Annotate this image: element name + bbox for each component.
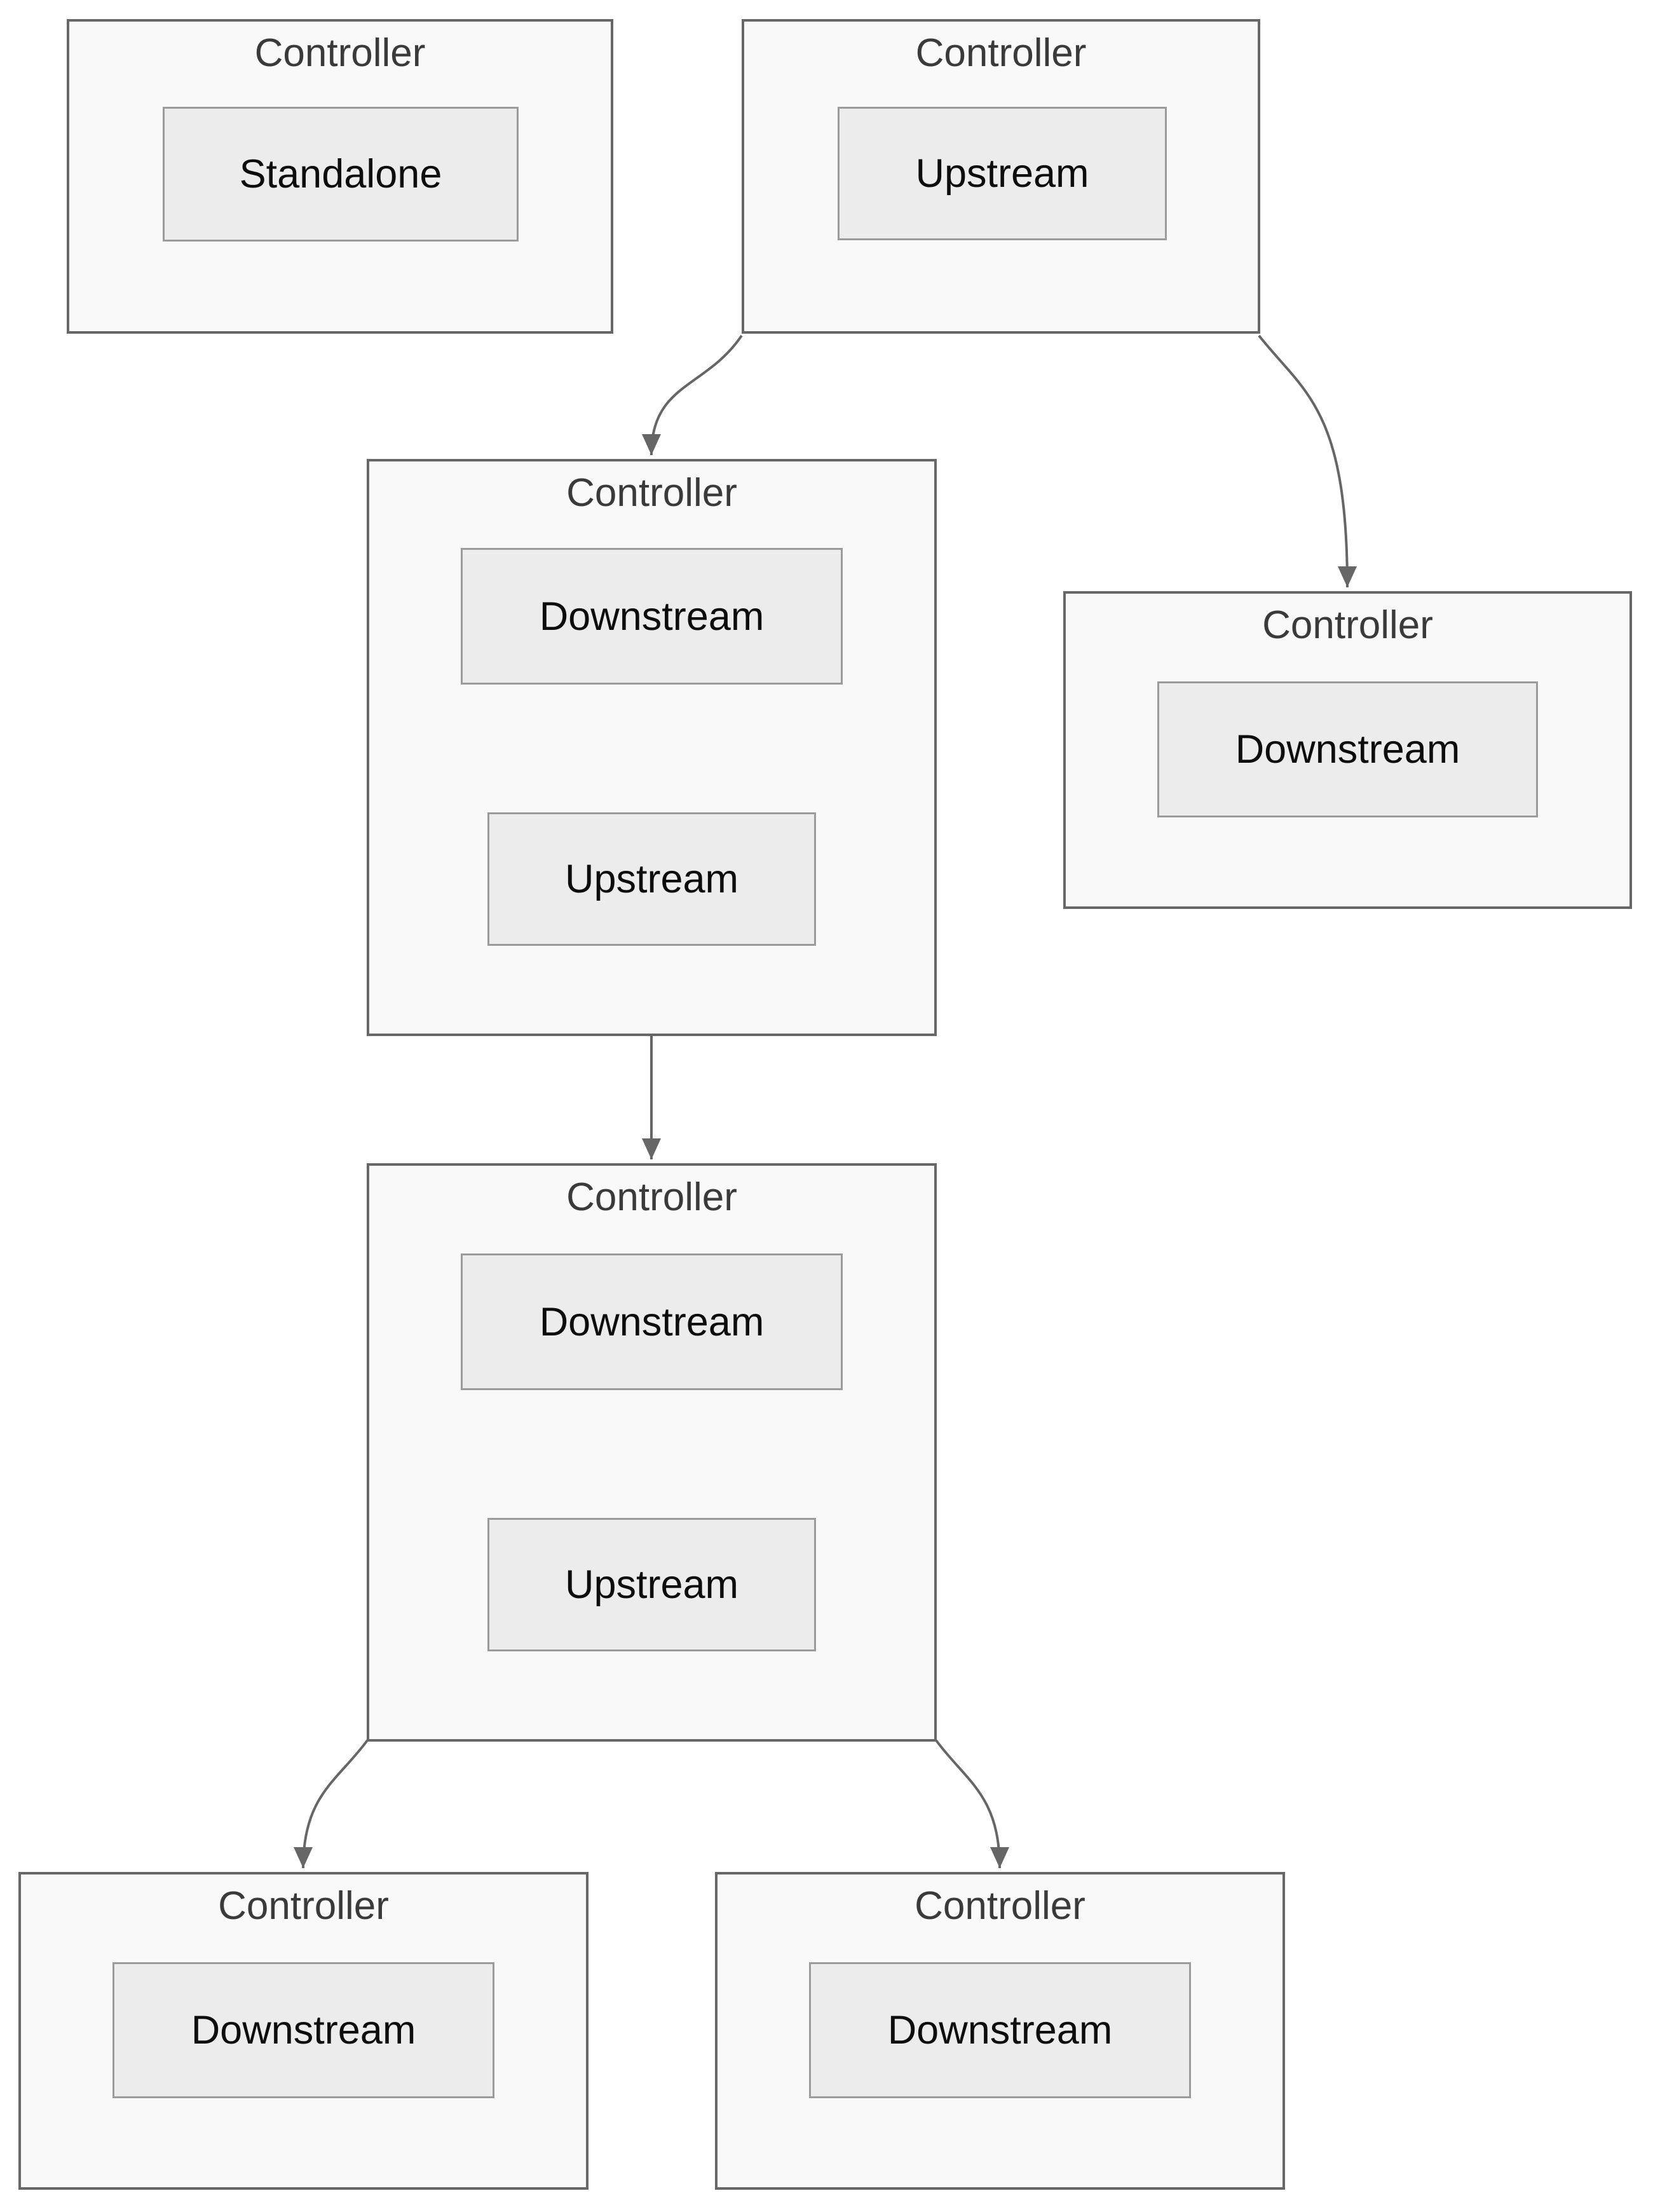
component-box: Upstream: [487, 812, 816, 946]
component-box: Downstream: [461, 1253, 843, 1390]
component-label: Downstream: [191, 2008, 416, 2052]
component-box: Downstream: [112, 1962, 494, 2098]
node-title: Controller: [218, 1884, 389, 1928]
node-title: Controller: [915, 1884, 1085, 1928]
component-box: Downstream: [809, 1962, 1191, 2098]
component-box: Upstream: [838, 107, 1167, 240]
component-label: Upstream: [564, 857, 739, 901]
edge-arrow-controller-upstream-root-to-controller-right: [1258, 334, 1357, 588]
node-title: Controller: [1262, 603, 1433, 647]
edge-arrow-controller-upstream-root-to-controller-middle-1: [642, 334, 743, 456]
component-box: Upstream: [487, 1518, 816, 1651]
edge-arrow-controller-middle-2-to-controller-bottom-left: [294, 1739, 369, 1869]
component-label: Downstream: [1235, 727, 1460, 772]
node-title: Controller: [566, 471, 737, 515]
node-title: Controller: [915, 31, 1087, 75]
component-label: Downstream: [539, 1299, 765, 1344]
node-title: Controller: [566, 1175, 737, 1219]
component-label: Standalone: [239, 152, 442, 196]
edge-arrow-controller-middle-2-to-controller-bottom-right: [935, 1739, 1009, 1869]
component-box: Standalone: [163, 107, 519, 242]
component-label: Upstream: [564, 1562, 739, 1607]
component-box: Downstream: [461, 548, 843, 685]
component-label: Downstream: [539, 594, 765, 639]
component-box: Downstream: [1157, 681, 1538, 817]
node-title: Controller: [254, 31, 426, 75]
component-label: Upstream: [915, 151, 1089, 196]
component-label: Downstream: [887, 2008, 1113, 2052]
